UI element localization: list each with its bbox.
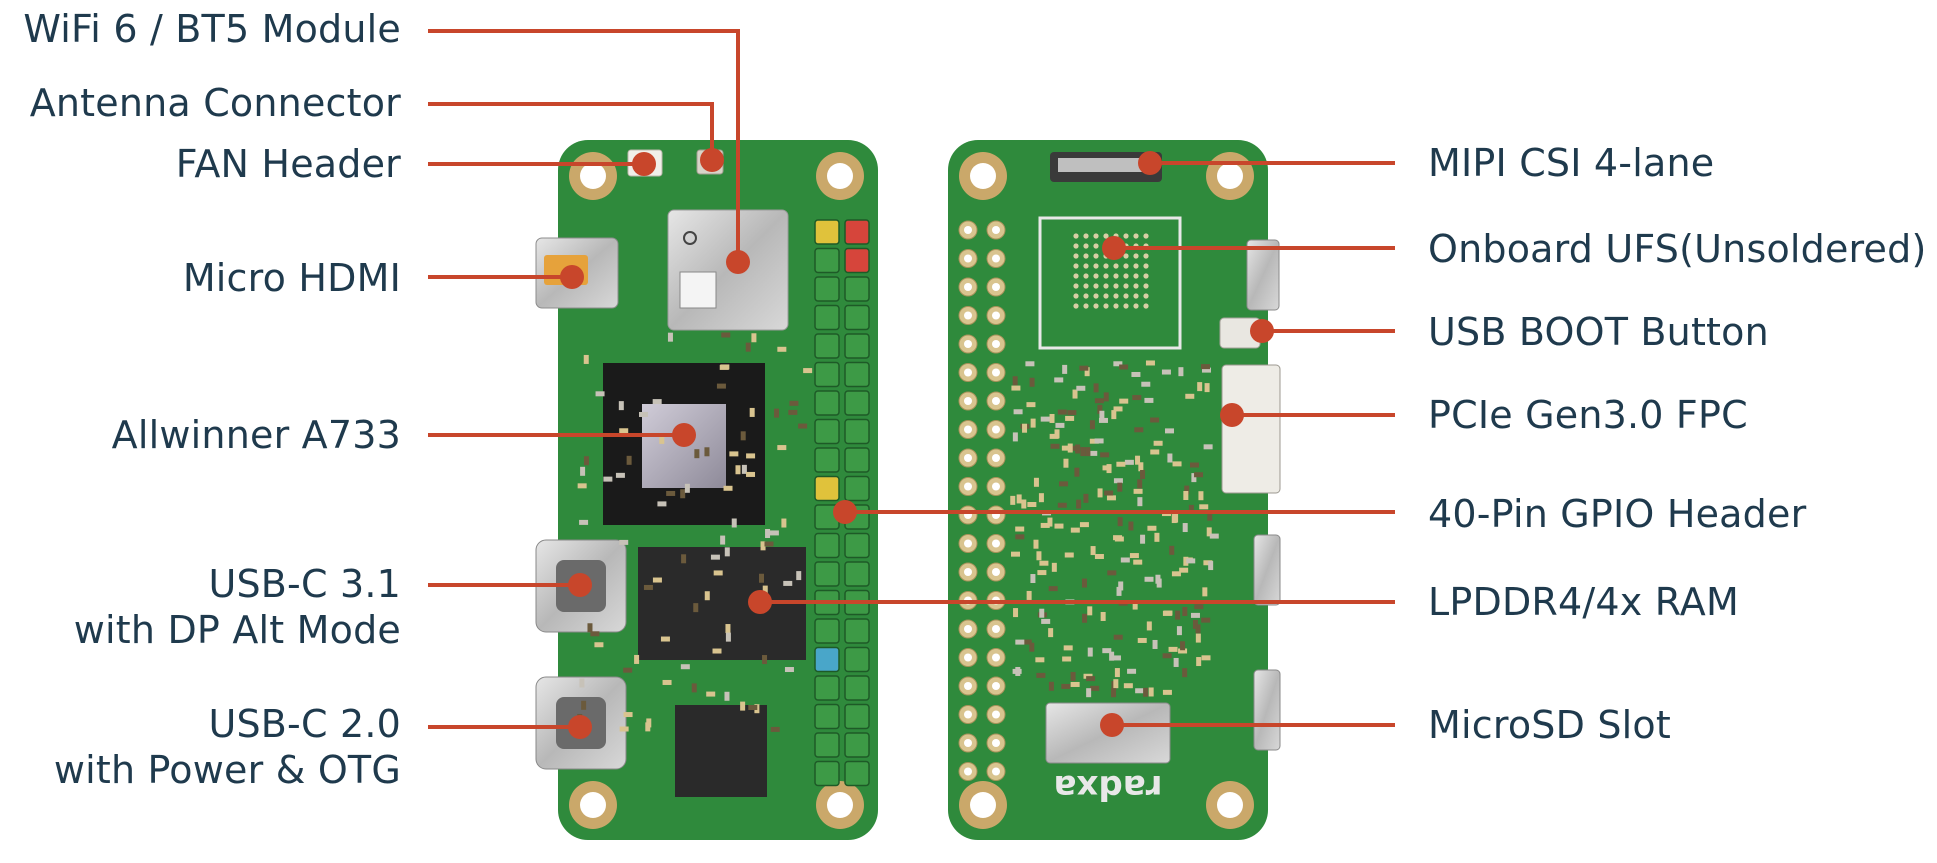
ufs-footprint: [1038, 216, 1182, 350]
gpio-pin: [814, 760, 840, 787]
gpio-pin: [814, 390, 840, 416]
wifi-module: [667, 209, 789, 331]
label-usb-c-20-line2: with Power & OTG: [53, 748, 401, 792]
gpio-pin: [844, 618, 870, 644]
gpio-pin: [814, 333, 840, 359]
callout-dot: [700, 148, 724, 172]
gpio-pin: [814, 618, 840, 644]
label-usb-boot-button: USB BOOT Button: [1428, 310, 1769, 354]
label-wifi-module: WiFi 6 / BT5 Module: [23, 7, 401, 51]
gpio-pin: [814, 675, 840, 701]
gpio-pin: [844, 304, 870, 331]
gpio-pin: [844, 703, 870, 730]
callout-dot: [672, 423, 696, 447]
label-microsd-slot: MicroSD Slot: [1428, 703, 1671, 747]
gpio-pin: [844, 447, 870, 473]
gpio-pin: [814, 276, 840, 302]
pcb-bottom: [948, 140, 1268, 840]
gpio-pin: [844, 276, 870, 302]
label-micro-hdmi: Micro HDMI: [182, 256, 401, 300]
board-bottom-side: radxa: [948, 140, 1281, 840]
label-usb-c-20: USB-C 2.0 with Power & OTG: [54, 701, 401, 793]
gpio-pin: [844, 732, 870, 758]
callout-dot: [1138, 151, 1162, 175]
pcie-fpc-connector: [1221, 364, 1281, 494]
label-usb-c-20-line1: USB-C 2.0: [208, 702, 401, 746]
gpio-pin: [814, 732, 840, 758]
callout-dot: [1250, 319, 1274, 343]
label-usb-c-31-line2: with DP Alt Mode: [73, 608, 401, 652]
pmic-chip: [675, 705, 767, 797]
callout-dot: [1220, 403, 1244, 427]
gpio-pin: [814, 418, 840, 445]
label-mipi-csi: MIPI CSI 4-lane: [1428, 141, 1715, 185]
callout-dot: [726, 250, 750, 274]
gpio-pin: [814, 561, 840, 587]
label-usb-c-31-line1: USB-C 3.1: [208, 562, 401, 606]
gpio-pin: [814, 646, 840, 673]
callout-dot: [560, 265, 584, 289]
gpio-pin: [844, 333, 870, 359]
label-antenna-connector: Antenna Connector: [29, 81, 401, 125]
gpio-pin: [814, 247, 840, 274]
label-fan-header: FAN Header: [175, 142, 401, 186]
gpio-pin: [844, 675, 870, 701]
mounting-holes-bottom: [959, 152, 1254, 829]
callout-dot: [1100, 713, 1124, 737]
callout-dot: [632, 152, 656, 176]
gpio-pin: [844, 475, 870, 502]
gpio-pin: [844, 561, 870, 587]
gpio-pin: [844, 760, 870, 787]
gpio-pads-bottom: [958, 220, 1006, 781]
label-usb-c-31: USB-C 3.1 with DP Alt Mode: [74, 561, 401, 653]
gpio-pin: [844, 532, 870, 559]
gpio-pin: [814, 447, 840, 473]
gpio-pin: [814, 703, 840, 730]
gpio-pin: [814, 532, 840, 559]
callout-dot: [833, 500, 857, 524]
gpio-pin: [844, 219, 870, 245]
gpio-pin: [814, 219, 840, 245]
gpio-pin: [844, 646, 870, 673]
callout-dot: [748, 590, 772, 614]
label-allwinner-a733: Allwinner A733: [111, 413, 401, 457]
gpio-pin: [814, 475, 840, 502]
gpio-pin: [844, 247, 870, 274]
label-gpio-header: 40-Pin GPIO Header: [1428, 492, 1807, 536]
gpio-pin: [844, 390, 870, 416]
passive-components-bottom: [1010, 360, 1219, 698]
label-pcie-fpc: PCIe Gen3.0 FPC: [1428, 393, 1748, 437]
gpio-pin: [844, 361, 870, 388]
gpio-pin: [814, 304, 840, 331]
label-lpddr-ram: LPDDR4/4x RAM: [1428, 580, 1739, 624]
brand-logo: radxa: [1054, 767, 1163, 807]
label-onboard-ufs: Onboard UFS(Unsoldered): [1428, 227, 1927, 271]
gpio-pin: [814, 361, 840, 388]
gpio-pin: [844, 418, 870, 445]
callout-dot: [568, 573, 592, 597]
callout-dot: [1102, 236, 1126, 260]
passive-components-top: [577, 332, 813, 732]
callout-lines: [428, 29, 1395, 739]
callout-dot: [568, 715, 592, 739]
